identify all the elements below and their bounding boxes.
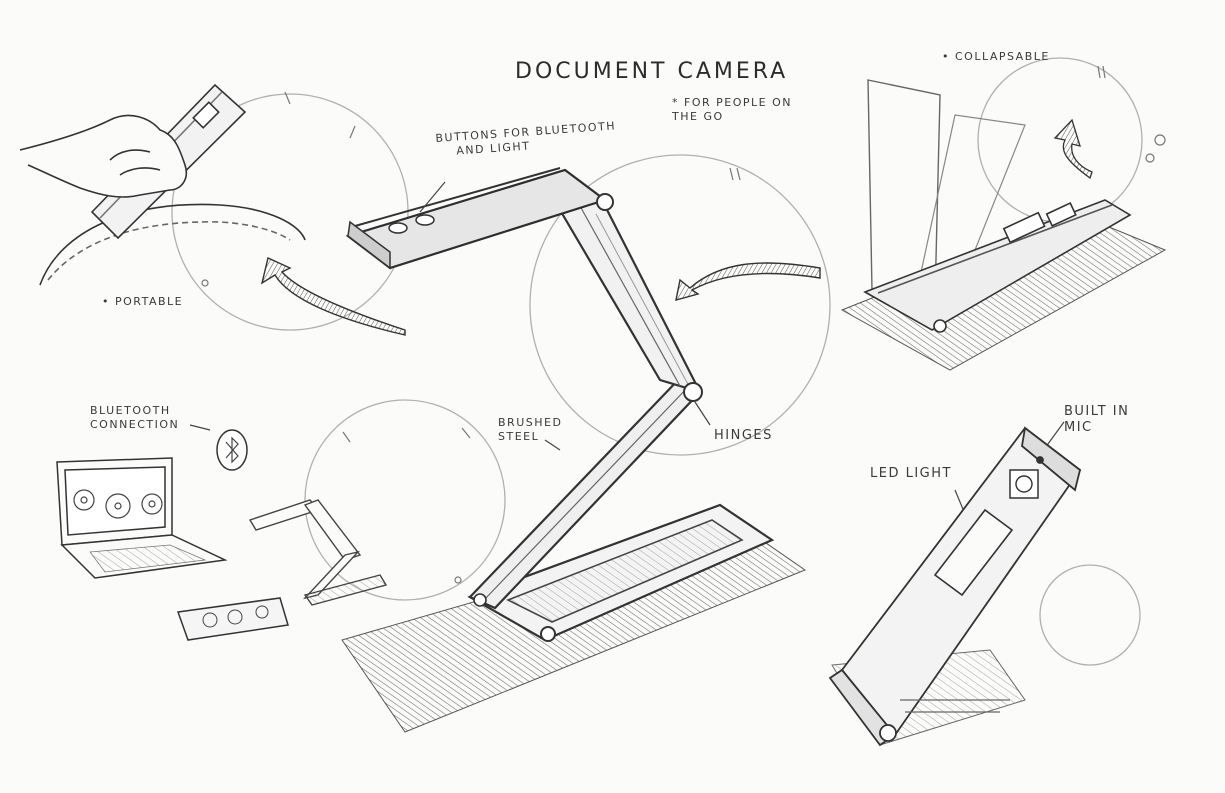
portable-illustration [19,83,406,336]
mic-dot [1036,456,1044,464]
built-in-line-1: BUILT IN [1064,404,1130,419]
small-detail-circle [1039,564,1141,666]
hinge-detail-circle [529,154,831,456]
bluetooth-label-line-1: BLUETOOTH [90,404,171,417]
portable-label: • PORTABLE [102,295,184,308]
hinge-arrow [675,262,821,301]
collapsable-label: • COLLAPSABLE [942,50,1050,63]
led-panel [933,508,1014,597]
middle-hinge [683,382,703,402]
brushed-steel-label: BRUSHED STEEL [498,416,562,444]
bluetooth-label-line-2: CONNECTION [90,417,180,431]
closeup-illustration [828,426,1082,747]
hinges-label: HINGES [714,428,773,443]
mini-camera-sketch [248,499,388,606]
base-hinge [540,626,556,642]
main-camera-illustration [341,167,807,733]
flower-icon [73,489,163,519]
bluetooth-button [388,222,408,234]
collapse-detail-circle [977,57,1143,223]
built-in-line-2: MIC [1064,420,1093,436]
paper-flowers [202,605,269,628]
construction-circles [171,57,1143,666]
brushed-label-line-2: STEEL [498,429,540,443]
brushed-label-line-1: BRUSHED [498,416,563,429]
led-light-label: LED LIGHT [870,466,952,481]
circle-tick-marks [201,65,1106,584]
page-title: DOCUMENT CAMERA [515,59,789,84]
subtitle-line-1: * FOR PEOPLE ON [672,96,792,109]
bluetooth-detail-circle [304,399,506,601]
light-button [415,214,435,226]
subtitle: * FOR PEOPLE ON THE GO [672,96,792,124]
subtitle-line-2: THE GO [672,109,724,123]
top-hinge [596,193,614,211]
collapsed-illustration [840,79,1167,371]
laptop-illustration [56,429,289,641]
bluetooth-label: BLUETOOTH CONNECTION [90,404,179,432]
built-in-mic-label: BUILT IN MIC [1064,404,1129,437]
